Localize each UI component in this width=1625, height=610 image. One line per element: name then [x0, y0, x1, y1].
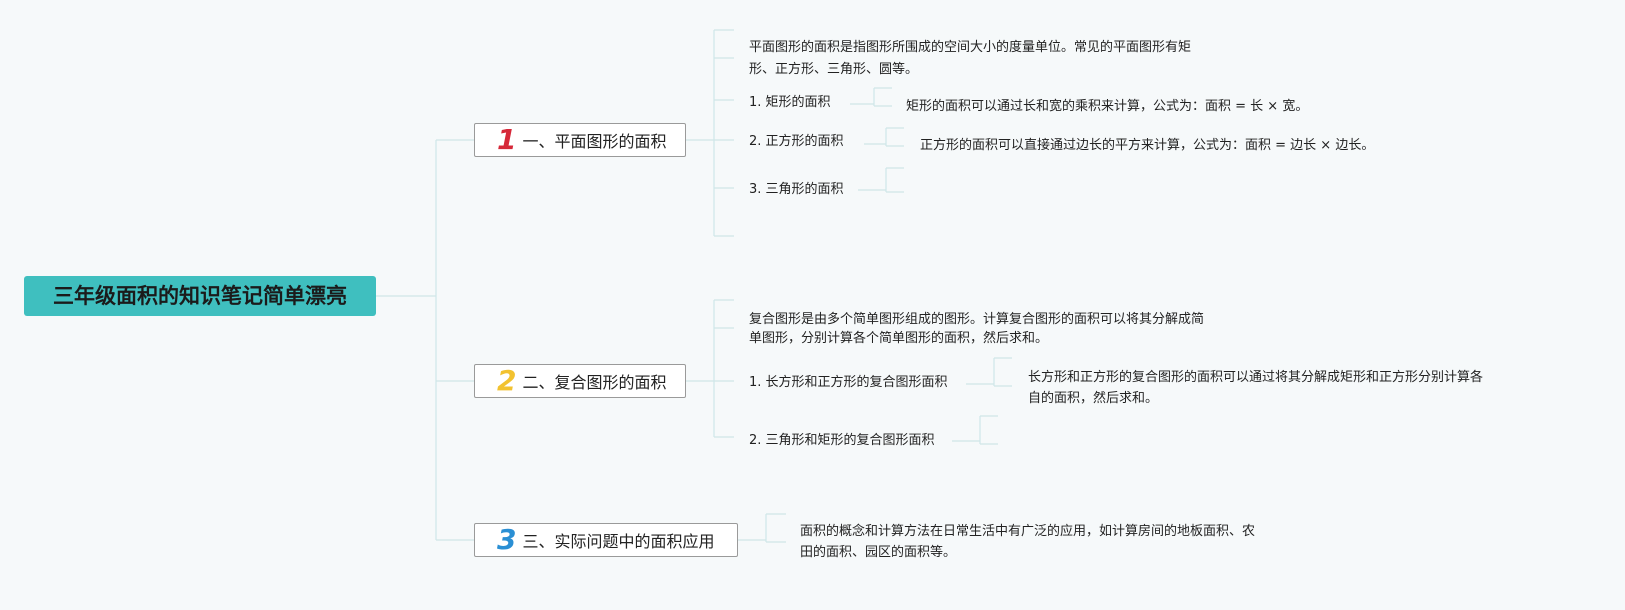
- connector-branch-1-ticks: [714, 29, 734, 237]
- branch-3-detail-line-2[interactable]: 田的面积、园区的面积等。: [800, 545, 957, 560]
- branch-2-child-1-label[interactable]: 1. 长方形和正方形的复合图形面积: [749, 375, 948, 390]
- connector-b1-child-1: [850, 87, 892, 107]
- branch-2-intro-line-2[interactable]: 单图形，分别计算各个简单图形的面积，然后求和。: [749, 331, 1049, 346]
- branch-1-child-3-label[interactable]: 3. 三角形的面积: [749, 182, 844, 197]
- branch-2-child-1-detail-line-1[interactable]: 长方形和正方形的复合图形的面积可以通过将其分解成矩形和正方形分别计算各: [1028, 370, 1484, 385]
- number-3-badge: 3: [497, 523, 517, 556]
- branch-1-child-1-label[interactable]: 1. 矩形的面积: [749, 95, 831, 110]
- branch-1-child-1-detail[interactable]: 矩形的面积可以通过长和宽的乘积来计算，公式为：面积 = 长 × 宽。: [906, 99, 1309, 114]
- branch-3-detail-line-1[interactable]: 面积的概念和计算方法在日常生活中有广泛的应用，如计算房间的地板面积、农: [800, 524, 1256, 539]
- connector-b2-child-1: [966, 357, 1012, 387]
- connector-b1-child-3: [858, 167, 904, 193]
- branch-node-3[interactable]: 3 三、实际问题中的面积应用: [474, 523, 738, 557]
- branch-1-intro-line-2[interactable]: 形、正方形、三角形、圆等。: [749, 62, 919, 77]
- branch-3-label: 三、实际问题中的面积应用: [522, 532, 715, 551]
- connector-branch-3: [738, 513, 786, 543]
- branch-2-child-1-detail-line-2[interactable]: 自的面积，然后求和。: [1028, 391, 1159, 406]
- branch-1-child-2-detail[interactable]: 正方形的面积可以直接通过边长的平方来计算，公式为：面积 = 边长 × 边长。: [920, 138, 1375, 153]
- branch-node-1[interactable]: 1 一、平面图形的面积: [474, 123, 686, 157]
- connector-b1-child-2: [864, 127, 904, 147]
- branch-1-child-2-label[interactable]: 2. 正方形的面积: [749, 134, 844, 149]
- connector-b2-child-2: [952, 415, 998, 445]
- connector-branch-2-spine: [686, 300, 715, 437]
- connector-root-spine: [376, 140, 437, 540]
- connector-branch-2-ticks: [714, 299, 734, 438]
- branch-1-intro-line-1[interactable]: 平面图形的面积是指图形所围成的空间大小的度量单位。常见的平面图形有矩: [749, 40, 1192, 55]
- root-node-title[interactable]: 三年级面积的知识笔记简单漂亮: [24, 276, 376, 316]
- branch-node-2[interactable]: 2 二、复合图形的面积: [474, 364, 686, 398]
- branch-2-intro-line-1[interactable]: 复合图形是由多个简单图形组成的图形。计算复合图形的面积可以将其分解成简: [749, 312, 1205, 327]
- number-2-badge: 2: [497, 364, 517, 397]
- connector-branch-1-spine: [686, 30, 715, 236]
- branch-2-label: 二、复合图形的面积: [522, 373, 667, 392]
- branch-1-label: 一、平面图形的面积: [522, 132, 667, 151]
- number-1-badge: 1: [497, 123, 517, 156]
- branch-2-child-2-label[interactable]: 2. 三角形和矩形的复合图形面积: [749, 433, 935, 448]
